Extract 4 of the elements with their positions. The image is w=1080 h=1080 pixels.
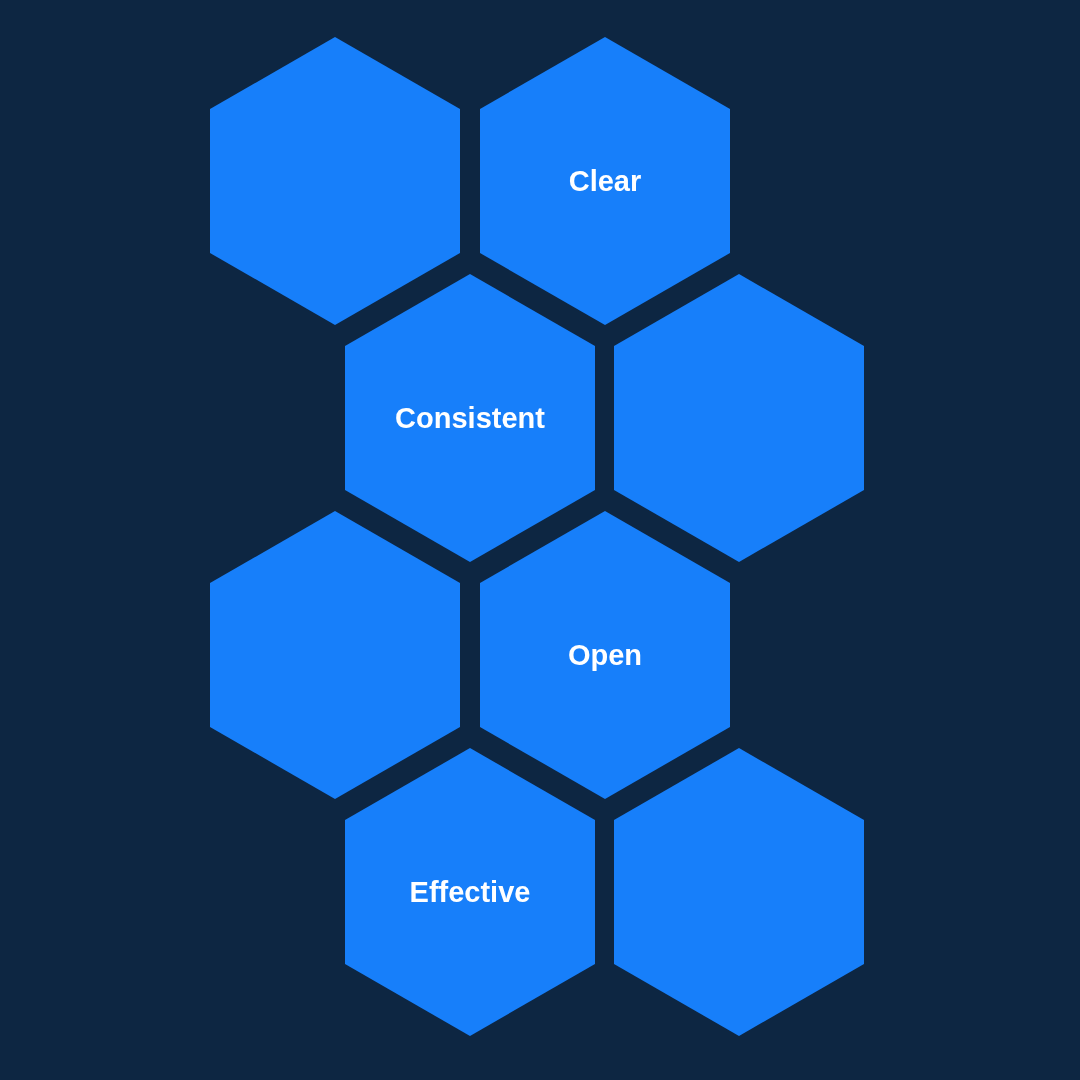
tile-label: Clear xyxy=(568,164,642,198)
tile-label: Effective xyxy=(409,875,531,909)
tile-label: Open xyxy=(567,638,643,672)
tile-label: Consistent xyxy=(395,401,545,435)
